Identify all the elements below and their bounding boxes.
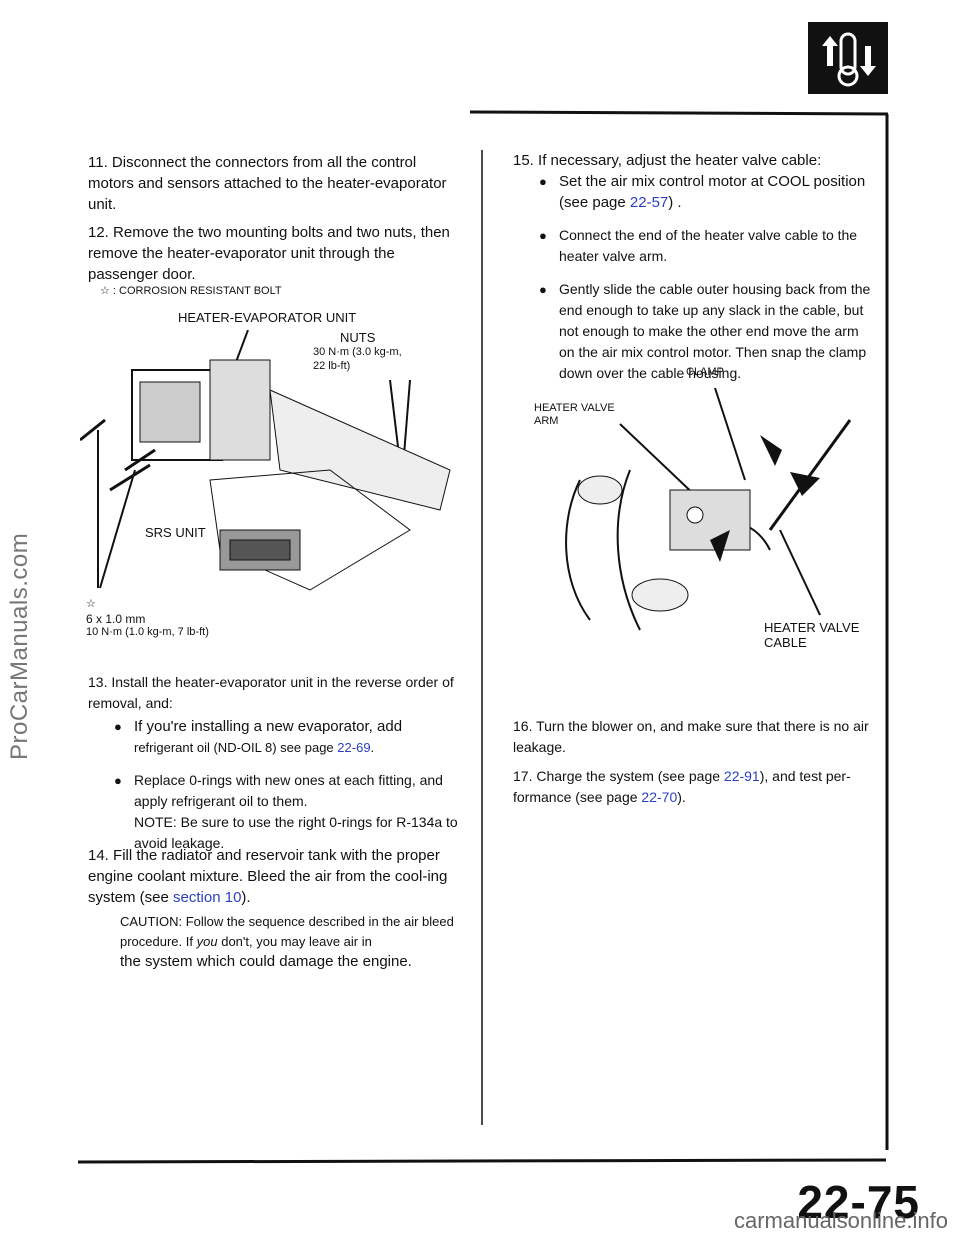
caution-block: CAUTION: Follow the sequence described i… <box>120 912 458 972</box>
nuts-torque-line-1: 30 N·m (3.0 kg-m, <box>313 346 402 358</box>
step-text: Fill the radiator and reservoir tank wit… <box>88 847 448 906</box>
step-text: If necessary, adjust the heater valve ca… <box>538 152 822 169</box>
link-22-70[interactable]: 22-70 <box>641 789 678 805</box>
step-number: 15. <box>513 152 534 169</box>
bullet-set-air-mix: Set the air mix control motor at COOL po… <box>539 171 873 213</box>
bullet-text: If you're installing a new evaporator, a… <box>134 718 403 735</box>
heater-evaporator-illustration <box>80 330 451 591</box>
link-section-10[interactable]: section 10 <box>173 889 242 906</box>
nuts-torque-line-2: 22 lb-ft) <box>313 360 351 372</box>
link-22-91[interactable]: 22-91 <box>723 768 760 784</box>
clamp-label: CLAMP <box>686 366 724 378</box>
step-text: Disconnect the connectors from all the c… <box>88 154 447 213</box>
bullet-text-2: refrigerant oil (ND-OIL 8) see page <box>134 740 334 755</box>
step-number: 13. <box>88 674 108 690</box>
step-number: 12. <box>88 224 109 241</box>
caution-italic: you <box>196 934 218 949</box>
bolt-torque: 10 N·m (1.0 kg-m, 7 lb-ft) <box>86 626 209 638</box>
bolt-star: ☆ <box>86 598 96 610</box>
heater-valve-illustration <box>565 387 852 631</box>
step-text-3: ). <box>677 789 686 805</box>
nuts-label: NUTS <box>340 330 376 345</box>
step-14: 14. Fill the radiator and reservoir tank… <box>88 845 460 908</box>
step-text: Charge the system (see page <box>536 768 721 784</box>
bullet-end: ) . <box>668 194 682 211</box>
figure-legend: ☆ : CORROSION RESISTANT BOLT <box>100 285 300 297</box>
bullet-text: Connect the end of the heater valve cabl… <box>559 227 858 264</box>
bullet-end: . <box>370 740 375 755</box>
step-12: 12. Remove the two mounting bolts and tw… <box>88 222 460 285</box>
heater-valve-arm-label-1: HEATER VALVE <box>534 402 615 414</box>
step-text-2: ), and test per-formance (see page <box>513 768 851 805</box>
srs-unit-label: SRS UNIT <box>145 525 206 540</box>
link-22-57[interactable]: 22-57 <box>629 194 669 211</box>
bullet-text: Gently slide the cable outer housing bac… <box>559 281 871 381</box>
step-number: 11. <box>88 154 108 171</box>
step-text: Turn the blower on, and make sure that t… <box>513 718 869 755</box>
bullet-connect-cable: Connect the end of the heater valve cabl… <box>539 225 873 267</box>
bottom-watermark: carmanualsonline.info <box>733 1208 948 1233</box>
step-16: 16. Turn the blower on, and make sure th… <box>513 716 873 758</box>
bullet-text: Set the air mix control motor at COOL po… <box>559 173 866 211</box>
bullet-slide-housing: Gently slide the cable outer housing bac… <box>539 279 873 384</box>
heater-valve-arm-label-2: ARM <box>534 415 559 427</box>
step-number: 16. <box>513 718 533 734</box>
heater-valve-cable-label-2: CABLE <box>764 635 807 650</box>
caution-text-2: don't, you may leave air in <box>221 934 372 949</box>
bullet-new-evaporator: If you're installing a new evaporator, a… <box>114 716 460 758</box>
side-watermark: ProCarManuals.com <box>6 532 33 760</box>
link-22-69[interactable]: 22-69 <box>337 740 371 755</box>
step-text-end: ). <box>241 889 251 906</box>
note-text: NOTE: Be sure to use the right 0-rings f… <box>134 814 458 851</box>
step-number: 17. <box>513 768 533 784</box>
heater-valve-cable-label-1: HEATER VALVE <box>764 620 860 635</box>
heater-evaporator-unit-label: HEATER-EVAPORATOR UNIT <box>178 310 357 325</box>
star-symbol: ☆ : <box>100 285 116 297</box>
bullet-text: Replace 0-rings with new ones at each fi… <box>134 772 443 809</box>
step-15: 15. If necessary, adjust the heater valv… <box>513 150 873 384</box>
step-text: Remove the two mounting bolts and two nu… <box>88 224 450 283</box>
step-text: Install the heater-evaporator unit in th… <box>88 674 454 711</box>
legend-text: CORROSION RESISTANT BOLT <box>119 285 282 297</box>
step-number: 14. <box>88 847 109 864</box>
step-11: 11. Disconnect the connectors from all t… <box>88 152 460 215</box>
page-number: 22-75 <box>797 1176 920 1228</box>
caution-text: CAUTION: Follow the sequence described i… <box>120 914 454 949</box>
step-13: 13. Install the heater-evaporator unit i… <box>88 672 460 854</box>
bolt-size: 6 x 1.0 mm <box>86 612 146 626</box>
heater-ac-system-icon <box>808 22 888 94</box>
bullet-replace-orings: Replace 0-rings with new ones at each fi… <box>114 770 460 854</box>
caution-text-3: the system which could damage the engine… <box>120 953 412 970</box>
step-17: 17. Charge the system (see page 22-91), … <box>513 766 873 808</box>
